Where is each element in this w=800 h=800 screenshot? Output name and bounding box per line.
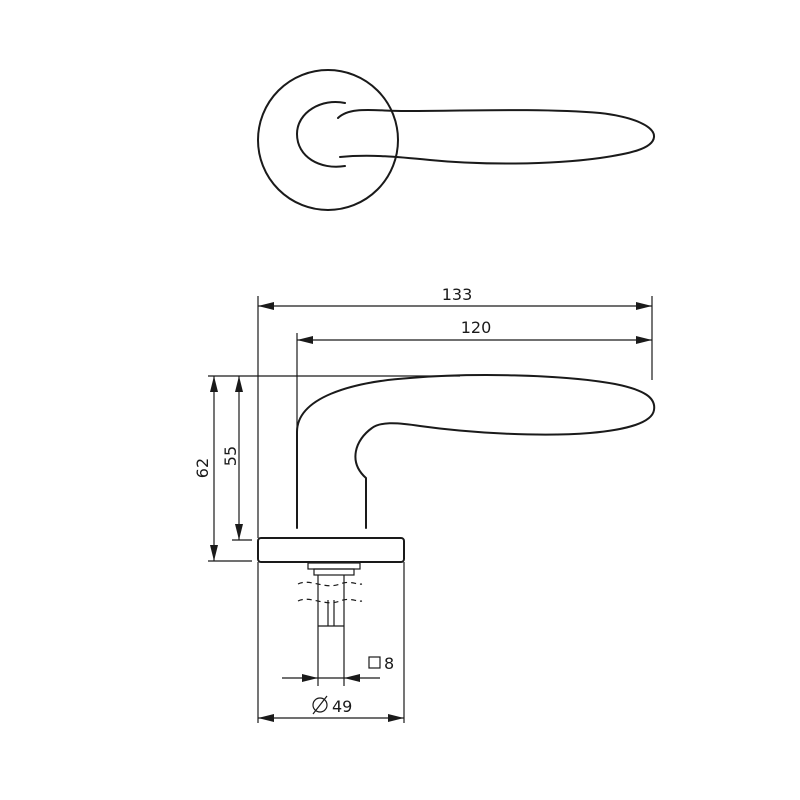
top-view xyxy=(257,69,655,211)
lever-top-outline xyxy=(337,108,655,165)
dimension-lines: 133 120 62 55 8 49 xyxy=(193,285,653,723)
dim-120-label: 120 xyxy=(461,318,492,337)
dim-55-arrow-bottom xyxy=(235,524,243,540)
spindle-collar xyxy=(307,562,361,570)
dim-62-label: 62 xyxy=(193,458,212,478)
dim-120-arrow-left xyxy=(297,336,313,344)
dim-49-arrow-right xyxy=(388,714,404,722)
dim-133-arrow-left xyxy=(258,302,274,310)
break-line-lower xyxy=(297,598,363,604)
dim-133-arrow-right xyxy=(636,302,652,310)
dim-133-label: 133 xyxy=(442,285,473,304)
dim-8-label: 8 xyxy=(384,654,394,673)
dim-8-arrow-right xyxy=(344,674,360,682)
rose-outer xyxy=(257,69,399,211)
dim-49-label: 49 xyxy=(332,697,352,716)
diameter-symbol xyxy=(312,695,328,715)
dim-62-arrow-top xyxy=(210,376,218,392)
dim-120-arrow-right xyxy=(636,336,652,344)
lever-side-outline xyxy=(296,374,656,529)
dim-55-arrow-top xyxy=(235,376,243,392)
dim-55-label: 55 xyxy=(221,446,240,466)
dim-49-arrow-left xyxy=(258,714,274,722)
spindle-cap xyxy=(313,568,355,576)
dim-62-arrow-bottom xyxy=(210,545,218,561)
rose-plate xyxy=(257,537,405,563)
side-view xyxy=(257,374,656,627)
rose-inner xyxy=(296,101,346,168)
dim-8-arrow-left xyxy=(302,674,318,682)
break-line-upper xyxy=(297,581,363,587)
square-symbol xyxy=(368,656,381,669)
